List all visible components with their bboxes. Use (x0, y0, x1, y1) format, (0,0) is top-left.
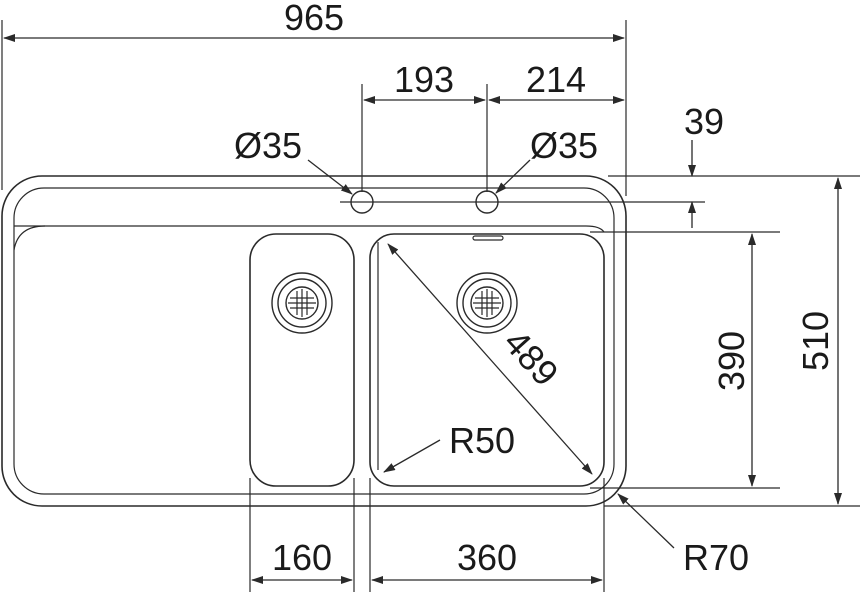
tap-left-diameter-leader (307, 159, 353, 195)
outer-radius-label: R70 (683, 537, 749, 578)
bowl-diagonal-dimension-line (387, 243, 593, 475)
large-bowl-drain (456, 272, 518, 334)
small-bowl-width-label: 160 (272, 537, 332, 578)
small-bowl-drain (271, 272, 333, 334)
sink-outer-rim (1, 175, 627, 507)
tap-to-edge-label: 214 (526, 59, 586, 100)
drainer-corner (13, 225, 46, 251)
overall-width-label: 965 (284, 0, 344, 38)
sink-drain-icon (271, 272, 333, 334)
bowl-radius-leader (383, 439, 441, 473)
outer-radius-leader (617, 493, 675, 549)
bowl-diagonal-label: 489 (496, 322, 567, 394)
sink-outline (1, 175, 627, 507)
extension-lines (1, 20, 860, 592)
tap-offset-label: 39 (684, 101, 724, 142)
overflow-slot (472, 235, 504, 241)
overall-depth-label: 510 (795, 311, 836, 371)
large-bowl (369, 233, 605, 487)
tap-right-diameter-label: Ø35 (530, 125, 598, 166)
sink-inner-rim (13, 187, 615, 495)
tap-right-diameter-leader (495, 159, 531, 194)
tap-ledge-line (14, 225, 605, 233)
bowl-radius-label: R50 (449, 420, 515, 461)
bowl-depth-label: 390 (711, 331, 752, 391)
tap-spacing-label: 193 (394, 59, 454, 100)
tap-left-diameter-label: Ø35 (234, 125, 302, 166)
small-bowl (249, 233, 355, 487)
large-bowl-width-label: 360 (457, 537, 517, 578)
